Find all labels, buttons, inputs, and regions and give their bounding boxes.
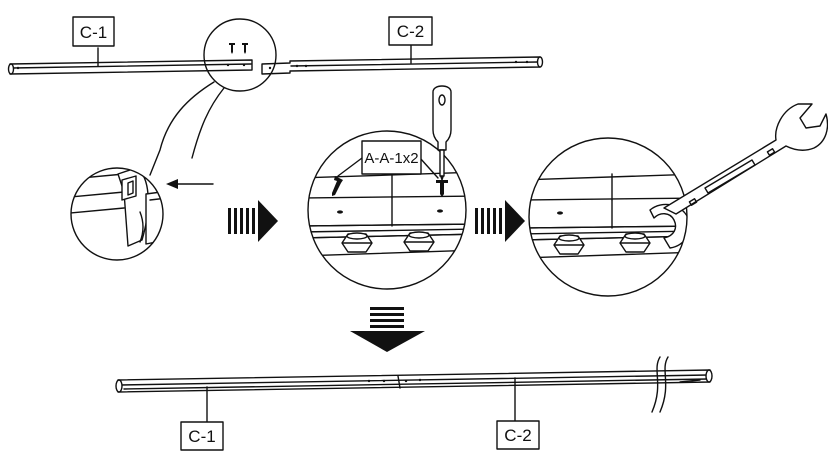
- screw-icon: [229, 43, 235, 54]
- label-c2-bottom: C-2: [504, 426, 531, 445]
- detail-circle-insert: [70, 167, 164, 261]
- label-c2-top: C-2: [397, 22, 424, 41]
- callout-leader: [337, 157, 363, 177]
- label-c1-bottom: C-1: [188, 427, 215, 446]
- step-arrow-down-icon: [350, 307, 425, 352]
- detail-circle-tighten: [528, 137, 688, 297]
- label-box-c1-bottom: C-1: [180, 421, 224, 451]
- break-line: [659, 356, 669, 413]
- step-arrow-right-icon: [228, 200, 278, 242]
- arrow-left-icon: [166, 179, 214, 189]
- label-box-c2-bottom: C-2: [496, 420, 540, 450]
- screwdriver-icon: [432, 85, 452, 182]
- connector-line: [191, 87, 225, 159]
- break-line: [651, 356, 661, 413]
- nut-icon: [341, 232, 373, 253]
- label-box-c1-top: C-1: [72, 16, 115, 47]
- screw-icon: [436, 180, 448, 197]
- magnifier-circle: [203, 18, 277, 92]
- detail-circle-screw: [307, 130, 467, 290]
- connector-line: [149, 81, 215, 176]
- wrench-icon: [663, 103, 828, 215]
- callout-leader: [419, 157, 439, 179]
- nut-icon: [403, 231, 435, 252]
- nut-icon: [553, 234, 585, 255]
- tube-c1-top: [7, 59, 253, 75]
- label-screw-qty: A-A-1x2: [364, 150, 418, 167]
- label-c1-top: C-1: [80, 23, 107, 42]
- callout-box-screw: A-A-1x2: [361, 140, 422, 175]
- step-arrow-right-icon: [475, 200, 525, 242]
- screw-icon: [332, 176, 343, 196]
- label-box-c2-top: C-2: [388, 16, 433, 46]
- nut-icon: [619, 232, 651, 253]
- screw-icon: [242, 43, 248, 54]
- tube-assembled-bottom: [115, 356, 713, 413]
- tube-c2-top: [261, 56, 544, 75]
